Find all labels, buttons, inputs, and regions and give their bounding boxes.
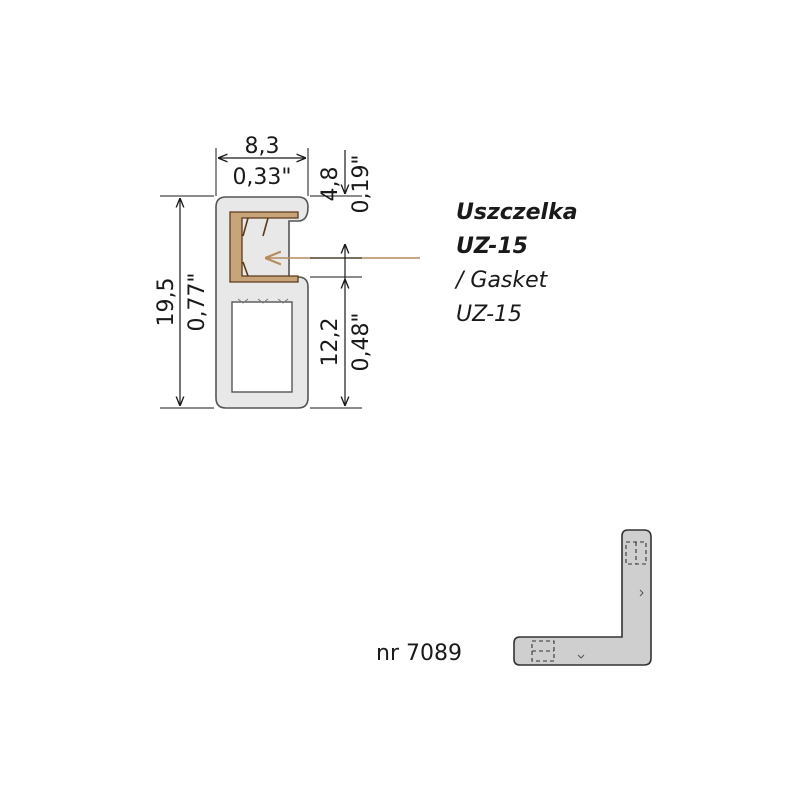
part-number: nr 7089 bbox=[376, 641, 462, 666]
width-mm: 8,3 bbox=[245, 134, 280, 159]
dimension-lines bbox=[180, 150, 345, 406]
height-mm: 19,5 bbox=[154, 278, 179, 327]
corner-body bbox=[513, 529, 652, 666]
gasket-label-code: UZ-15 bbox=[456, 234, 528, 259]
bottom-mm: 12,2 bbox=[318, 318, 343, 367]
corner-hidden-lines bbox=[531, 541, 647, 662]
corner-connector bbox=[513, 529, 652, 666]
gasket-label-code-english: UZ-15 bbox=[456, 302, 523, 327]
extension-lines bbox=[160, 148, 362, 409]
height-in: 0,77" bbox=[185, 272, 210, 331]
top-in: 0,19" bbox=[349, 154, 374, 213]
width-in: 0,33" bbox=[232, 165, 291, 190]
profile-cross-section bbox=[215, 196, 309, 409]
gasket-label: Uszczelka UZ-15 / Gasket UZ-15 bbox=[456, 196, 578, 332]
gasket-label-english: / Gasket bbox=[456, 268, 548, 293]
gasket-label-title: Uszczelka bbox=[456, 200, 578, 225]
bottom-in: 0,48" bbox=[349, 312, 374, 371]
profile-lower-cavity bbox=[231, 301, 293, 393]
gasket-lips bbox=[242, 217, 269, 277]
profile-web-notches bbox=[237, 298, 289, 304]
gasket-uz15 bbox=[229, 211, 299, 283]
top-mm: 4,8 bbox=[318, 167, 343, 202]
